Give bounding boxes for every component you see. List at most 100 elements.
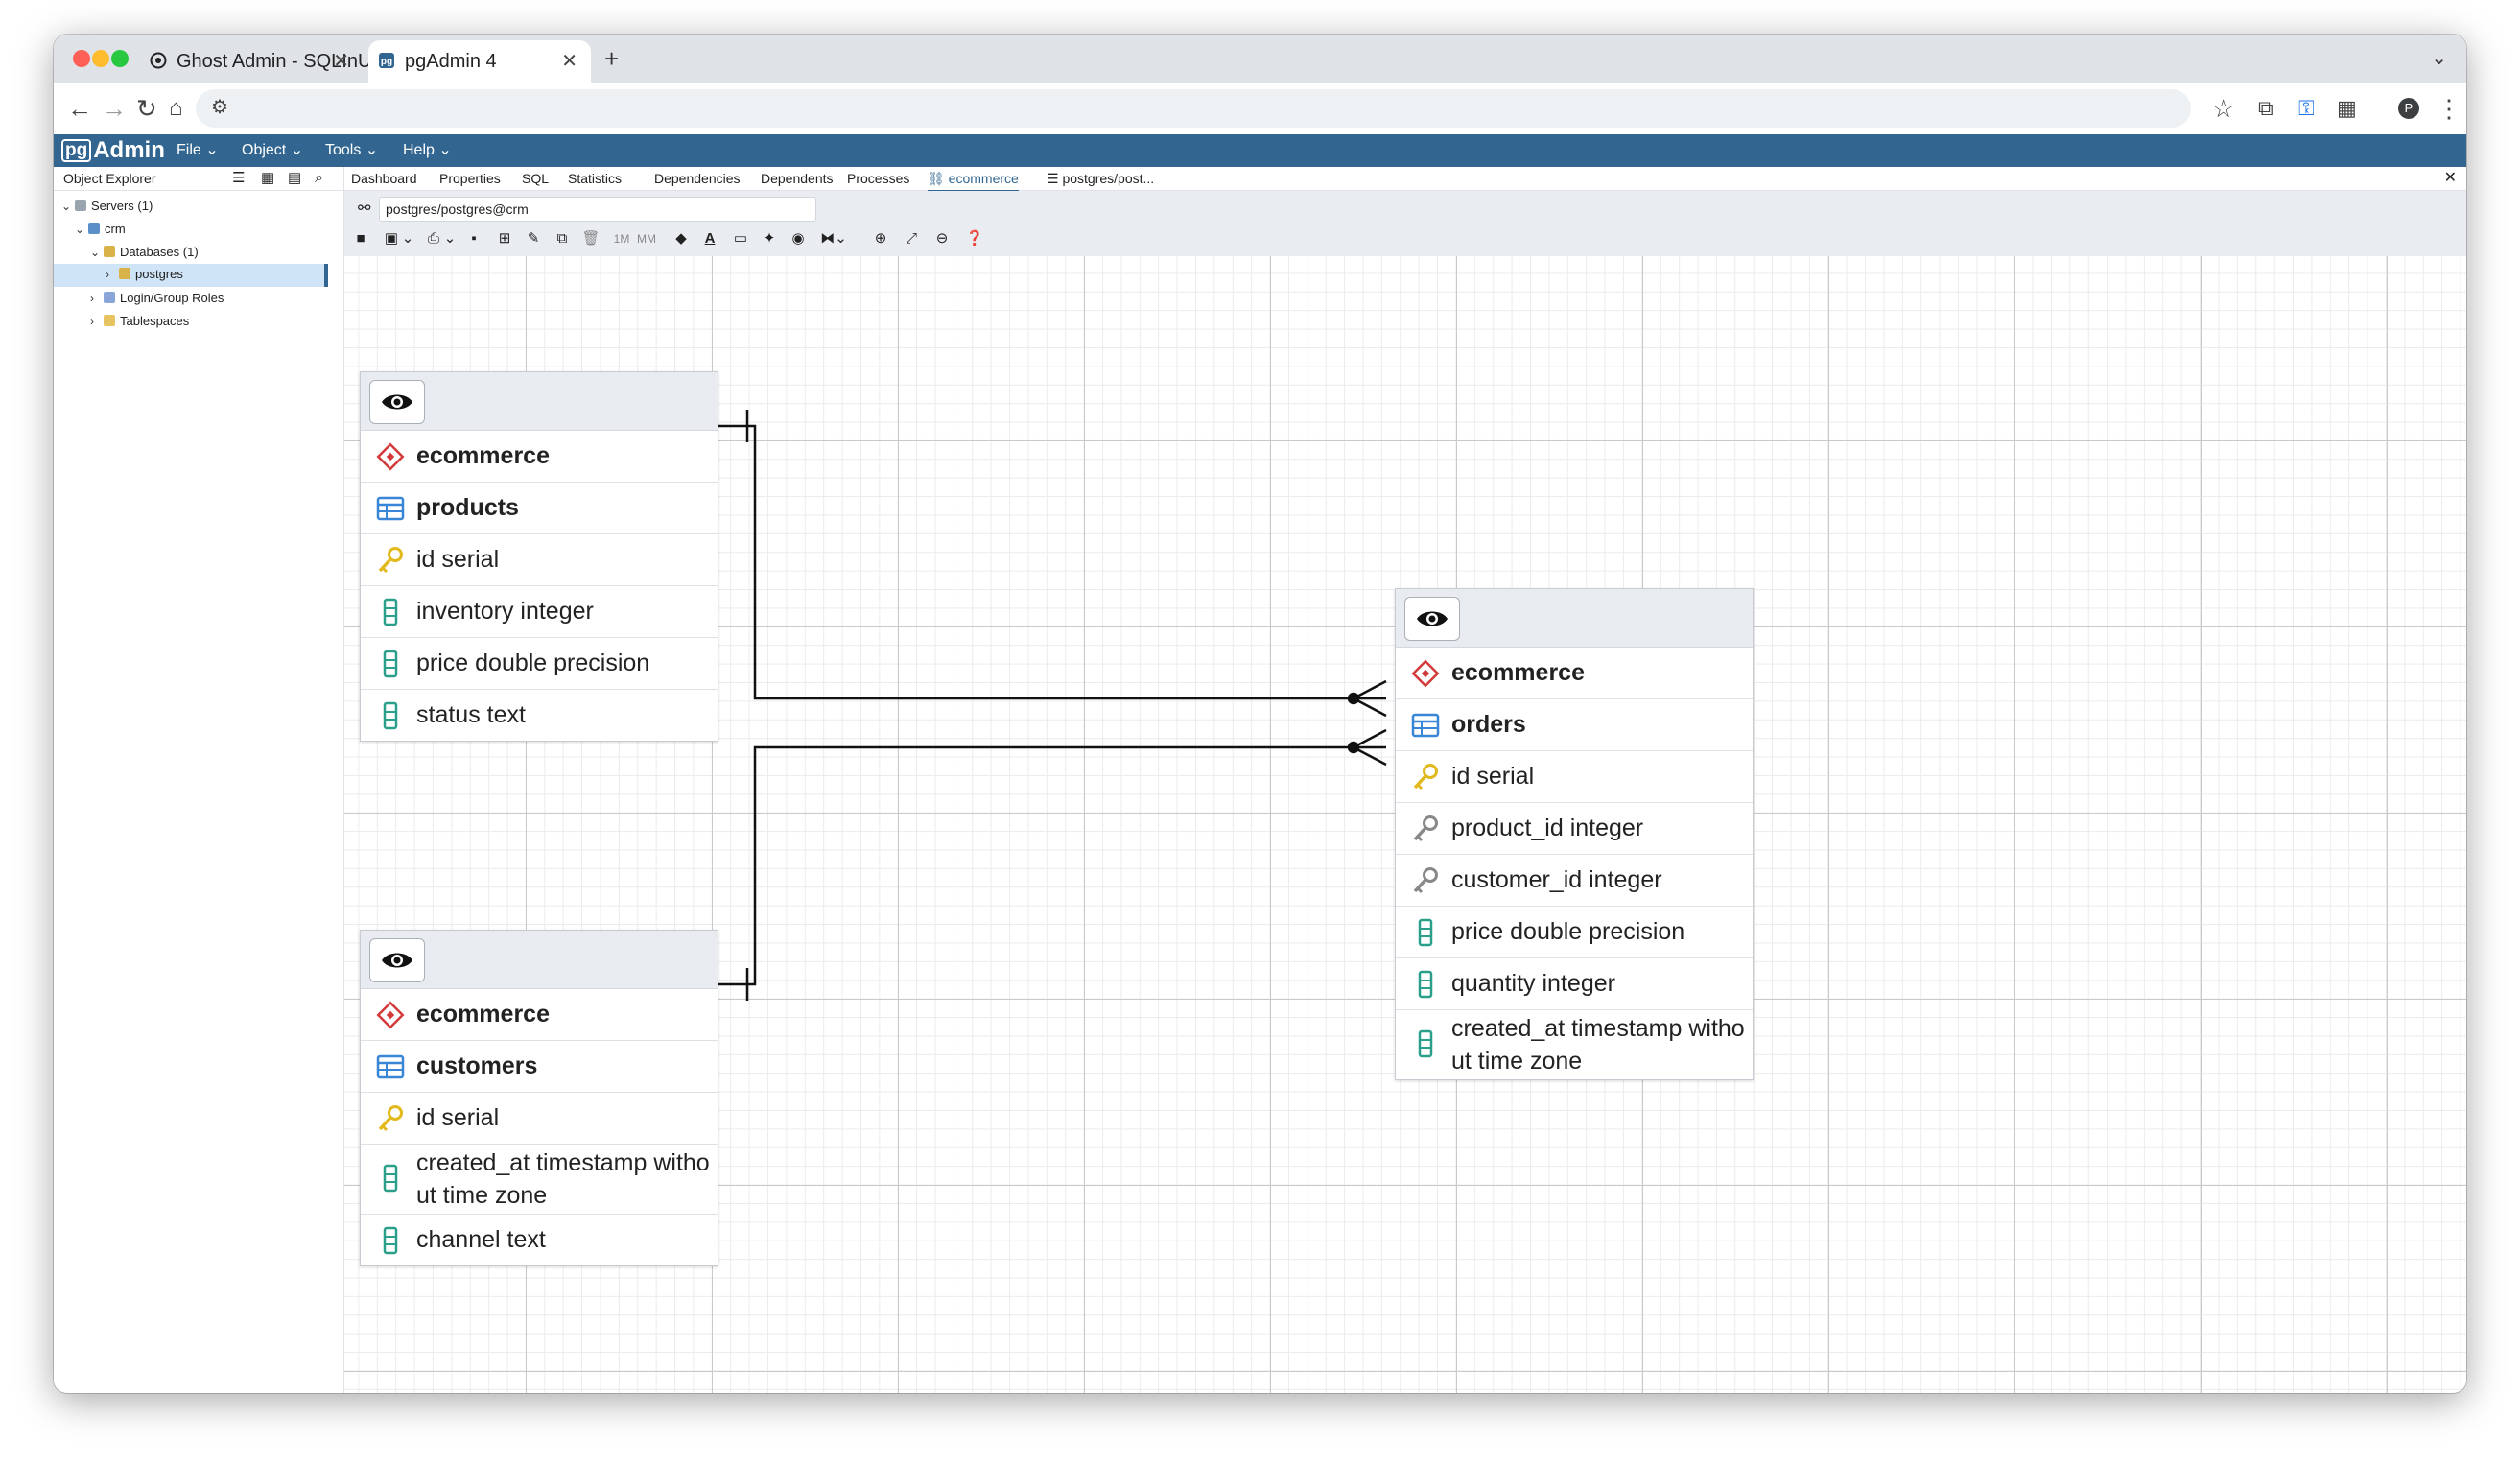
tab-processes[interactable]: Processes [847, 171, 910, 186]
back-arrow-icon[interactable]: ← [67, 94, 92, 123]
query-tool-icon: ☰ [1047, 171, 1063, 186]
auto-align-icon[interactable]: ✦ [763, 230, 776, 247]
save-dropdown-icon[interactable]: ⌄ [401, 230, 414, 247]
tab-search-chevron-icon[interactable]: ⌄ [2431, 48, 2447, 69]
cardinality-dropdown-icon[interactable]: ⧓⌄ [820, 230, 847, 247]
clone-table-icon[interactable]: ⧉ [556, 230, 568, 247]
delete-icon[interactable]: 🗑 [581, 230, 601, 247]
tab-dashboard[interactable]: Dashboard [351, 171, 417, 186]
table-card-orders[interactable]: ecommerce orders id serial product_id in… [1395, 588, 1754, 1080]
erd-canvas[interactable]: ecommerce products id serial inventory i… [344, 256, 2466, 1393]
view-data-icon[interactable]: ▦ [261, 170, 275, 186]
tab-query-tool[interactable]: ☰ postgres/post... [1047, 171, 1155, 186]
close-tab-icon[interactable]: ✕ [561, 51, 577, 72]
many-to-many-button[interactable]: MM [637, 232, 656, 246]
column-row[interactable]: customer_id integer [1396, 855, 1753, 907]
tree-item-login-roles[interactable]: ›Login/Group Roles [90, 288, 224, 309]
password-key-icon[interactable]: ⚿ [2298, 96, 2315, 120]
column-row[interactable]: id serial [361, 1093, 718, 1145]
column-row[interactable]: product_id integer [1396, 803, 1753, 855]
relation-customers-orders[interactable] [717, 728, 1387, 1001]
search-icon[interactable]: ⌕ [315, 170, 323, 186]
close-panel-icon[interactable]: ✕ [2443, 170, 2457, 186]
menu-help[interactable]: Help ⌄ [403, 142, 452, 158]
toggle-details-button[interactable] [369, 380, 425, 424]
toggle-details-button[interactable] [369, 938, 425, 982]
toggle-details-button[interactable] [1404, 597, 1460, 641]
bookmark-star-icon[interactable]: ☆ [2212, 94, 2235, 123]
fill-color-icon[interactable]: ◆ [675, 230, 687, 247]
tab-statistics[interactable]: Statistics [568, 171, 623, 186]
site-settings-icon[interactable]: ⚙ [211, 97, 228, 118]
tab-dependents[interactable]: Dependents [761, 171, 834, 186]
home-icon[interactable]: ⌂ [169, 95, 183, 121]
maximize-window-button[interactable] [111, 50, 129, 67]
chevron-down-icon[interactable]: ⌄ [75, 223, 85, 236]
column-row[interactable]: price double precision [1396, 907, 1753, 958]
generate-sql-icon[interactable]: ⎙ [427, 230, 439, 247]
column-row[interactable]: quantity integer [1396, 958, 1753, 1010]
column-row[interactable]: created_at timestamp without time zone [361, 1145, 718, 1215]
column-row[interactable]: created_at timestamp without time zone [1396, 1010, 1753, 1079]
zoom-in-icon[interactable]: ⊕ [874, 230, 887, 247]
menu-file[interactable]: File ⌄ [177, 142, 219, 158]
tab-properties[interactable]: Properties [439, 171, 501, 186]
column-row[interactable]: inventory integer [361, 586, 718, 638]
one-to-many-button[interactable]: 1M [613, 232, 630, 246]
tab-sql[interactable]: SQL [522, 171, 550, 186]
forward-arrow-icon[interactable]: → [102, 94, 127, 123]
table-card-products[interactable]: ecommerce products id serial inventory i… [360, 371, 718, 742]
column-row[interactable]: channel text [361, 1215, 718, 1265]
minimize-window-button[interactable] [92, 50, 109, 67]
sql-dropdown-icon[interactable]: ⌄ [443, 230, 457, 247]
chevron-right-icon[interactable]: › [90, 315, 94, 328]
table-card-header [361, 931, 718, 989]
address-bar[interactable]: ⚙ [196, 89, 2191, 128]
chevron-down-icon[interactable]: ⌄ [90, 246, 101, 259]
column-row[interactable]: id serial [361, 534, 718, 586]
new-tab-button[interactable]: + [604, 44, 620, 73]
edit-table-icon[interactable]: ✎ [527, 230, 540, 247]
tab-dependencies[interactable]: Dependencies [654, 171, 741, 186]
filter-rows-icon[interactable]: ▤ [288, 170, 302, 186]
column-row[interactable]: id serial [1396, 751, 1753, 803]
tab-ecommerce-erd[interactable]: ⛓ ecommerce [928, 167, 1019, 192]
chevron-right-icon[interactable]: › [106, 268, 109, 281]
menu-tools[interactable]: Tools ⌄ [325, 142, 379, 158]
column-row[interactable]: price double precision [361, 638, 718, 690]
schema-name: ecommerce [416, 442, 550, 469]
chevron-down-icon[interactable]: ⌄ [61, 200, 72, 213]
save-icon[interactable]: ▣ [384, 230, 399, 247]
close-window-button[interactable] [73, 50, 90, 67]
relation-products-orders[interactable] [717, 410, 1387, 718]
table-card-header [1396, 589, 1753, 648]
tree-item-postgres[interactable]: ›postgres [54, 264, 328, 287]
extensions-icon[interactable]: ⧉ [2258, 96, 2273, 120]
query-tool-icon[interactable]: ☰ [232, 170, 246, 186]
tree-item-crm[interactable]: ⌄crm [75, 219, 126, 240]
schema-diamond-icon [1411, 659, 1440, 688]
zoom-out-icon[interactable]: ⊖ [935, 230, 949, 247]
tree-item-servers[interactable]: ⌄Servers (1) [61, 196, 153, 217]
add-note-icon[interactable]: ▭ [733, 230, 748, 247]
add-table-icon[interactable]: ⊞ [498, 230, 511, 247]
profile-avatar[interactable]: P [2398, 98, 2419, 119]
chevron-right-icon[interactable]: › [90, 292, 94, 305]
download-image-icon[interactable]: ▪ [471, 230, 477, 247]
table-card-customers[interactable]: ecommerce customers id serial created_at… [360, 930, 718, 1266]
tree-item-tablespaces[interactable]: ›Tablespaces [90, 311, 189, 332]
menu-object[interactable]: Object ⌄ [242, 142, 304, 158]
close-tab-icon[interactable]: ✕ [333, 51, 349, 72]
tree-item-databases[interactable]: ⌄Databases (1) [90, 242, 199, 263]
browser-tab-ghost[interactable]: Ghost Admin - SQLInUse ✕ [140, 40, 392, 83]
browser-tab-pgadmin[interactable]: pg pgAdmin 4 ✕ [368, 40, 591, 83]
text-color-icon[interactable]: A [704, 230, 716, 247]
reload-icon[interactable]: ↻ [136, 94, 157, 123]
qr-code-icon[interactable]: ▦ [2337, 96, 2357, 120]
more-menu-icon[interactable]: ⋮ [2437, 94, 2461, 123]
zoom-fit-icon[interactable]: ⤢ [905, 230, 917, 247]
show-details-eye-icon[interactable]: ◉ [791, 230, 805, 247]
open-file-icon[interactable]: ■ [356, 230, 365, 247]
column-row[interactable]: status text [361, 690, 718, 741]
help-icon[interactable]: ❓ [965, 230, 984, 247]
